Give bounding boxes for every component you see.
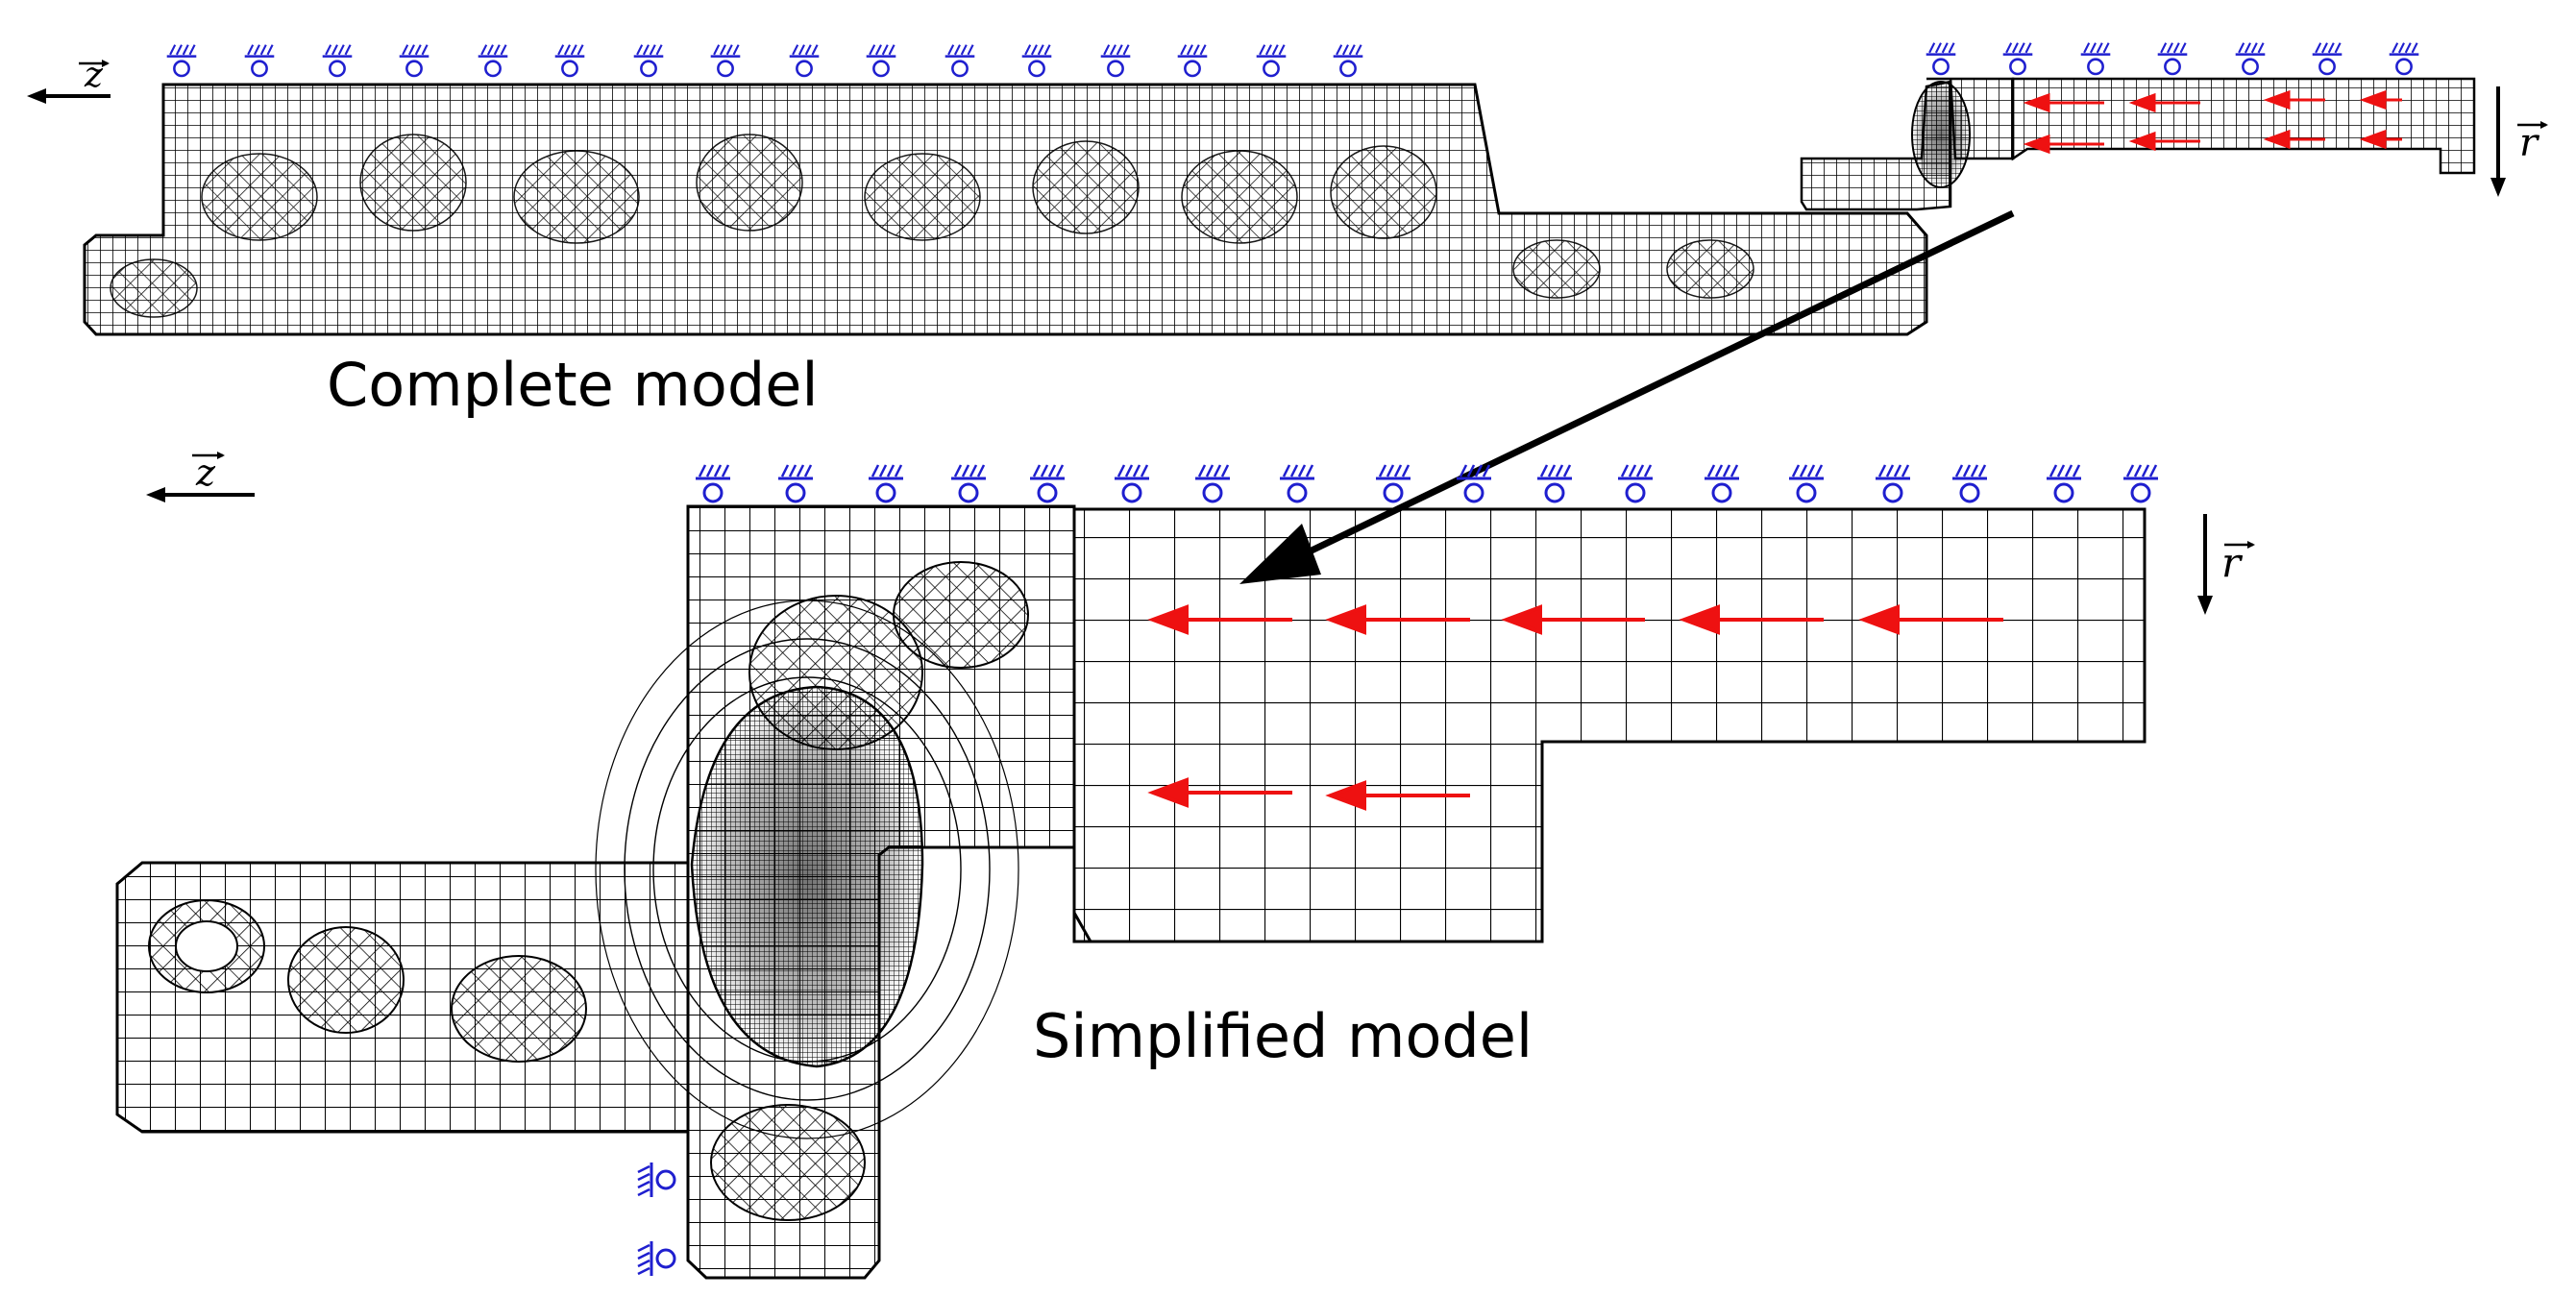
complete-model: z r Complete model [27, 41, 2548, 420]
simplified-model-dense-zone [595, 600, 1019, 1139]
simplified-model-z-axis: z [146, 452, 255, 502]
simplified-model-r-label: r [2221, 539, 2244, 586]
simplified-model-side-supports [636, 1161, 676, 1278]
complete-model-z-axis: z [27, 56, 110, 104]
complete-model-r-axis: r [2490, 86, 2548, 197]
simplified-model-z-label: z [195, 452, 216, 494]
complete-model-z-label: z [84, 56, 104, 95]
complete-model-supports [165, 41, 2420, 78]
complete-model-load-arrows [2023, 89, 2402, 155]
simplified-model-r-axis: r [2197, 514, 2255, 615]
simplified-model-mesh-right-lower-edge [1072, 903, 1544, 943]
simplified-model-caption: Simplified model [1033, 1001, 1533, 1071]
complete-model-mesh-upper-right [1926, 77, 2015, 160]
complete-model-caption: Complete model [327, 350, 819, 420]
simplified-model-mesh-right-upper [1072, 507, 2147, 943]
complete-model-mesh-body [83, 83, 1928, 336]
complete-model-r-label: r [2519, 121, 2540, 165]
simplified-model-load-arrows [1147, 604, 2003, 811]
complete-model-unstructured-zones [110, 134, 1754, 318]
simplified-model: z r Simplified model [115, 452, 2255, 1280]
complete-model-mesh-right-block [2011, 77, 2476, 175]
